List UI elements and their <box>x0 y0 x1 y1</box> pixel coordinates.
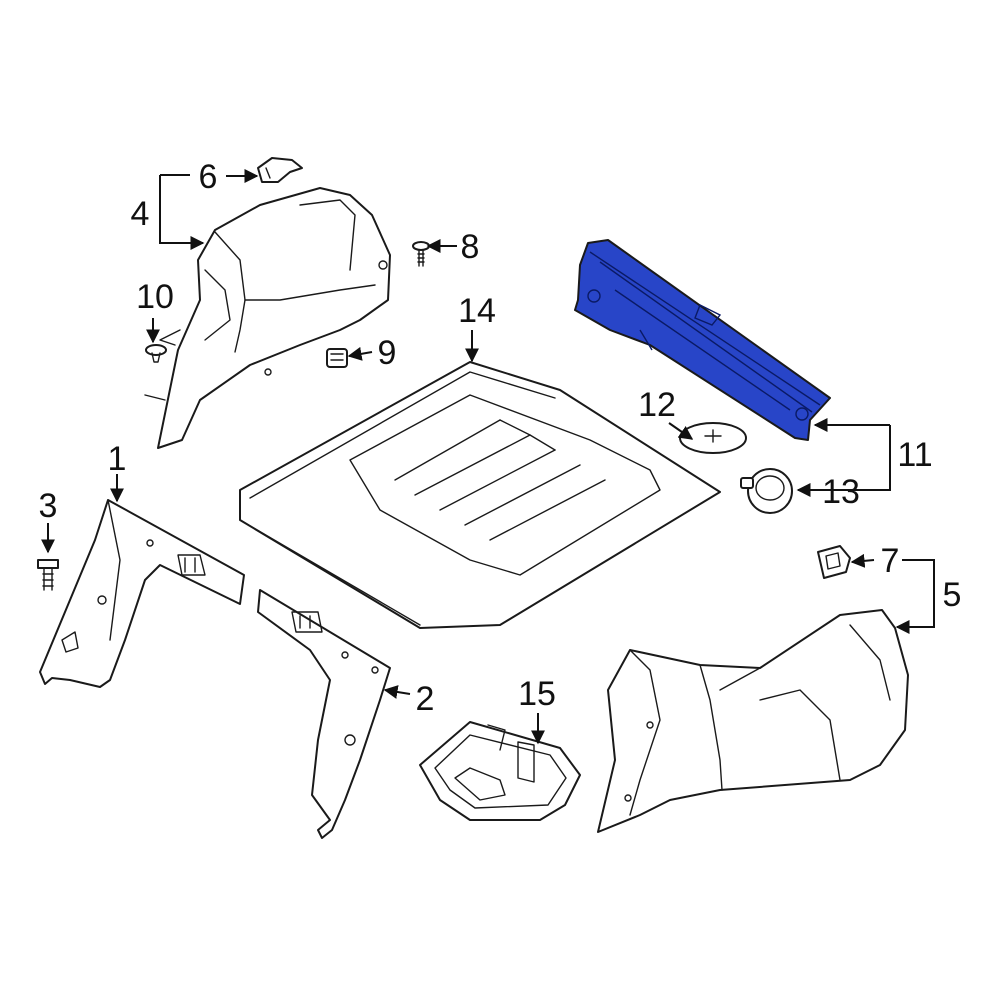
part-10-push-pin[interactable] <box>145 344 167 363</box>
part-2-right-lower-trim[interactable] <box>257 589 391 839</box>
callout-2: 2 <box>416 680 435 718</box>
part-12-plate[interactable] <box>679 422 747 454</box>
callout-10: 10 <box>136 278 174 316</box>
part-1-left-lower-trim[interactable] <box>39 499 245 688</box>
callout-14: 14 <box>458 292 496 330</box>
part-4-left-quarter-trim[interactable] <box>144 187 391 449</box>
part-14-trunk-floor-mat[interactable] <box>239 361 721 629</box>
callout-11: 11 <box>897 436 932 474</box>
callout-15: 15 <box>518 675 556 713</box>
callout-3: 3 <box>39 487 58 525</box>
part-6-clip[interactable] <box>257 157 303 183</box>
part-7-clip[interactable] <box>817 545 851 579</box>
part-13-bumper-stop[interactable] <box>740 468 793 514</box>
callout-6: 6 <box>199 158 218 196</box>
callout-5: 5 <box>943 576 962 614</box>
callout-7: 7 <box>881 542 900 580</box>
part-3-bolt[interactable] <box>37 559 59 591</box>
callout-labels: 1 2 3 4 5 6 7 8 9 10 11 12 13 14 15 <box>39 158 962 718</box>
callout-12: 12 <box>638 386 676 424</box>
callout-4: 4 <box>131 195 150 233</box>
part-15-storage-tray[interactable] <box>419 721 581 821</box>
part-8-screw[interactable] <box>412 241 430 267</box>
callout-1: 1 <box>108 440 127 478</box>
callout-8: 8 <box>461 228 480 266</box>
leader-lines <box>41 169 935 745</box>
callout-13: 13 <box>822 473 860 511</box>
part-9-clip-nut[interactable] <box>326 348 348 368</box>
callout-9: 9 <box>378 334 397 372</box>
part-11-rear-sill-trim[interactable] <box>574 239 831 441</box>
part-5-right-quarter-trim[interactable] <box>597 609 909 833</box>
